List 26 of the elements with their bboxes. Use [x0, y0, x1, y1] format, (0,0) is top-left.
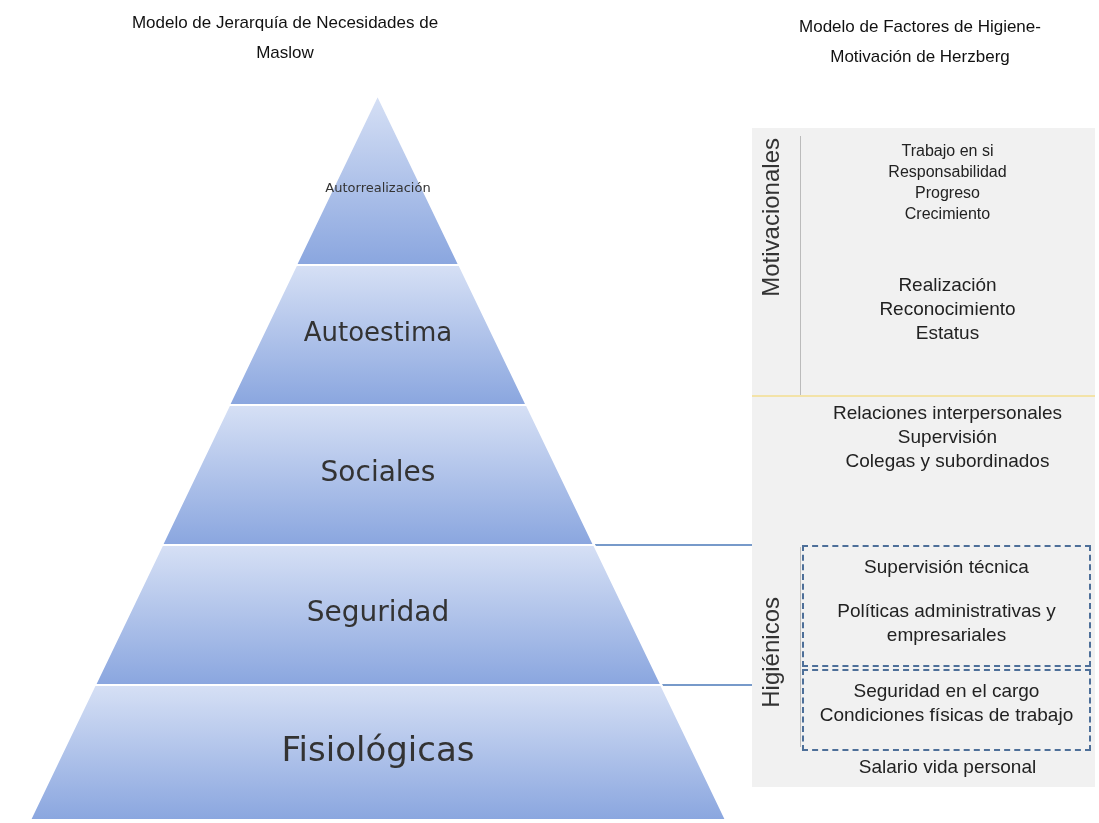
factor-text: Supervisión técnica	[863, 555, 1030, 579]
level-label: Autoestima	[302, 316, 454, 347]
factor-text: Políticas administrativas y empresariales	[836, 599, 1057, 647]
heading: Modelo de Factores de Higiene-Motivación de Herzberg	[798, 16, 1042, 68]
level-label: Sociales	[319, 455, 437, 489]
factor-text: Reconocimiento	[878, 297, 1017, 321]
factor-text: Salario vida personal	[857, 755, 1038, 779]
section-label: Higiénicos	[757, 597, 785, 708]
level-label: Fisiológicas	[280, 728, 476, 769]
factor-text: Condiciones físicas de trabajo	[818, 703, 1075, 727]
factor-text: Relaciones interpersonales	[831, 401, 1064, 425]
panel-section	[752, 128, 1095, 395]
factor-text: Colegas y subordinados	[844, 449, 1051, 473]
factor-text: Realización	[897, 273, 998, 297]
level-label: Autorrealización	[324, 180, 432, 195]
factor-text: Supervisión	[896, 425, 999, 449]
section-label: Motivacionales	[757, 138, 785, 297]
factor-text: Trabajo en si	[900, 141, 995, 161]
factor-text: Estatus	[914, 321, 981, 345]
factor-text: Responsabilidad	[887, 162, 1008, 182]
level-label: Seguridad	[305, 595, 451, 629]
factor-text: Crecimiento	[903, 204, 992, 224]
panel-section	[752, 395, 1095, 787]
factor-text: Seguridad en el cargo	[852, 679, 1041, 703]
factor-text: Progreso	[914, 183, 981, 203]
heading: Modelo de Jerarquía de Necesidades de Maslow	[130, 12, 440, 64]
